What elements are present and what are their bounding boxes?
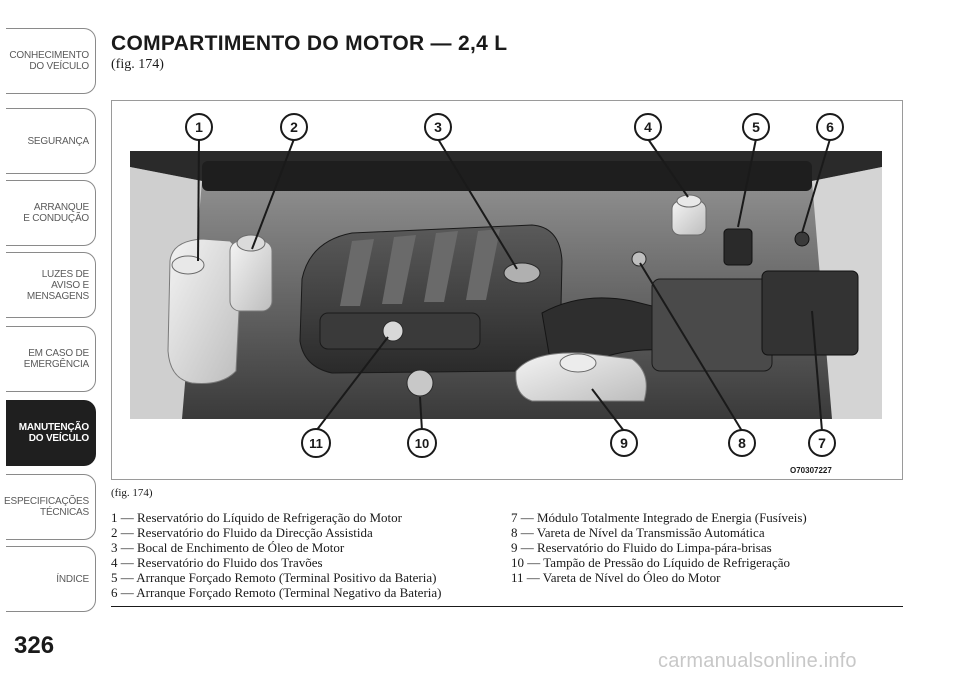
callout-circle — [185, 113, 213, 141]
power-steering-cap — [236, 234, 266, 252]
cover-ridge — [466, 229, 500, 300]
tab-indice[interactable]: ÍNDICE — [6, 546, 96, 612]
washer-reservoir-cap — [559, 353, 597, 373]
air-filter-box — [651, 278, 773, 372]
tab-label: ARRANQUE E CONDUÇÃO — [23, 202, 89, 224]
leader-line — [197, 138, 200, 262]
tab-manutencao-do-veiculo[interactable]: MANUTENÇÃO DO VEÍCULO — [6, 400, 96, 466]
callout-number: 1 — [195, 119, 203, 135]
leader-line — [437, 138, 518, 270]
leader-line — [801, 138, 831, 234]
tab-label: MANUTENÇÃO DO VEÍCULO — [18, 422, 89, 444]
callout-circle — [301, 428, 331, 458]
tab-label: LUZES DE AVISO E MENSAGENS — [26, 268, 89, 302]
legend-item: 11 — Vareta de Nível do Óleo do Motor — [511, 570, 721, 585]
callout-circle — [610, 429, 638, 457]
cover-ridge — [340, 239, 374, 306]
leader-line — [251, 138, 295, 250]
leader-line — [315, 336, 389, 432]
tab-arranque-e-conducao[interactable]: ARRANQUE E CONDUÇÃO — [6, 180, 96, 246]
legend-item: 8 — Vareta de Nível da Transmissão Autom… — [511, 525, 765, 540]
coolant-reservoir-cap — [171, 255, 205, 275]
leader-line — [591, 388, 625, 432]
legend-right-column: 7 — Módulo Totalmente Integrado de Energ… — [511, 510, 901, 585]
callout-circle — [808, 429, 836, 457]
callout-circle — [424, 113, 452, 141]
legend-item: 10 — Tampão de Pressão do Líquido de Ref… — [511, 555, 790, 570]
tab-label: EM CASO DE EMERGÊNCIA — [23, 348, 89, 370]
legend-item: 1 — Reservatório do Líquido de Refrigera… — [111, 510, 402, 525]
callout-circle — [816, 113, 844, 141]
figure-reference: (fig. 174) — [111, 57, 164, 72]
callout-number: 4 — [644, 119, 652, 135]
tab-label: ÍNDICE — [56, 573, 89, 585]
leader-line — [419, 396, 423, 432]
transmission-dipstick-handle — [631, 251, 647, 267]
power-module — [761, 270, 859, 356]
page-title: COMPARTIMENTO DO MOTOR — 2,4 L — [111, 32, 508, 55]
legend-item: 7 — Módulo Totalmente Integrado de Energ… — [511, 510, 807, 525]
leader-line — [647, 138, 689, 198]
callout-number: 9 — [620, 435, 628, 451]
tab-especificacoes-tecnicas[interactable]: ESPECIFICAÇÕES TÉCNICAS — [4, 474, 96, 540]
watermark: carmanualsonline.info — [658, 650, 857, 672]
callouts-bottom: 7 8 9 10 11 — [301, 428, 836, 458]
tab-conhecimento-do-veiculo[interactable]: CONHECIMENTO DO VEÍCULO — [6, 28, 96, 94]
cover-ridge — [424, 231, 458, 302]
coolant-pressure-cap — [406, 369, 434, 397]
legend-item: 4 — Reservatório do Fluido dos Travões — [111, 555, 323, 570]
brake-fluid-cap — [676, 194, 702, 208]
tab-label: CONHECIMENTO DO VEÍCULO — [9, 50, 89, 72]
leader-line — [811, 310, 823, 432]
bottom-rule — [111, 606, 903, 607]
tab-seguranca[interactable]: SEGURANÇA — [6, 108, 96, 174]
callout-circle — [407, 428, 437, 458]
jump-start-positive — [723, 228, 753, 266]
callout-circle — [280, 113, 308, 141]
legend-item: 3 — Bocal de Enchimento de Óleo de Motor — [111, 540, 345, 555]
callout-number: 7 — [818, 435, 826, 451]
engine-illustration: 1 2 3 4 5 6 7 8 9 10 11 — [130, 113, 882, 458]
legend-left-column: 1 — Reservatório do Líquido de Refrigera… — [111, 510, 506, 600]
cover-ridge — [382, 235, 416, 304]
leader-line — [737, 138, 757, 228]
callouts-top: 1 2 3 4 5 6 — [185, 113, 844, 141]
callout-number: 3 — [434, 119, 442, 135]
tab-luzes-de-aviso[interactable]: LUZES DE AVISO E MENSAGENS — [6, 252, 96, 318]
page-number: 326 — [14, 632, 55, 659]
legend-item: 9 — Reservatório do Fluido do Limpa-pára… — [511, 540, 772, 555]
oil-filler-cap — [503, 262, 541, 284]
cowl-strip — [202, 161, 812, 191]
figure-caption: (fig. 174) — [111, 487, 153, 499]
figure-code: O70307227 — [790, 466, 832, 475]
callout-number: 10 — [415, 436, 429, 451]
callout-number: 11 — [309, 436, 323, 451]
legend-item: 6 — Arranque Forçado Remoto (Terminal Ne… — [111, 585, 442, 600]
callout-number: 2 — [290, 119, 298, 135]
callout-circle — [728, 429, 756, 457]
leader-line — [639, 262, 743, 432]
tab-label: SEGURANÇA — [27, 135, 89, 147]
tab-label: ESPECIFICAÇÕES TÉCNICAS — [4, 496, 89, 518]
callout-leaders — [197, 138, 831, 432]
legend-item: 5 — Arranque Forçado Remoto (Terminal Po… — [111, 570, 437, 585]
legend-item: 2 — Reservatório do Fluido da Direcção A… — [111, 525, 373, 540]
callout-circle — [742, 113, 770, 141]
callout-number: 6 — [826, 119, 834, 135]
callout-number: 5 — [752, 119, 760, 135]
coolant-reservoir — [167, 238, 241, 384]
oil-dipstick-handle — [382, 320, 404, 342]
tab-em-caso-de-emergencia[interactable]: EM CASO DE EMERGÊNCIA — [6, 326, 96, 392]
callout-number: 8 — [738, 435, 746, 451]
callout-circle — [634, 113, 662, 141]
engine-compartment-figure: 1 2 3 4 5 6 7 8 9 10 11 — [111, 100, 903, 480]
washer-reservoir — [515, 352, 647, 402]
jump-start-negative — [794, 231, 810, 247]
